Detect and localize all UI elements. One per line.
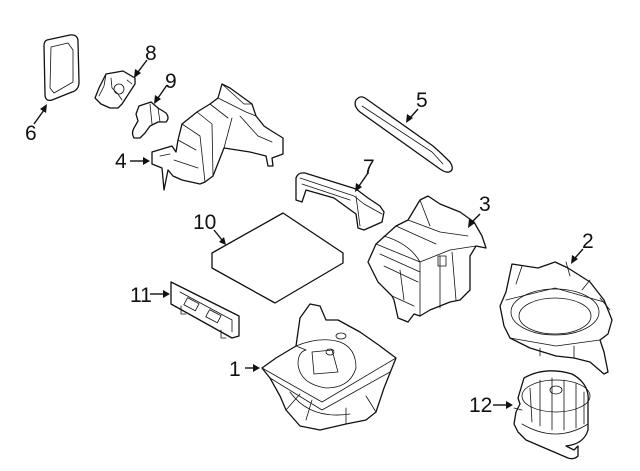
callout-8: 8 bbox=[134, 42, 157, 78]
callout-label-3: 3 bbox=[479, 193, 491, 216]
callout-1: 1 bbox=[229, 358, 260, 381]
callout-label-7: 7 bbox=[363, 156, 375, 179]
part-8-actuator[interactable] bbox=[94, 70, 136, 109]
callout-7: 7 bbox=[355, 156, 375, 192]
callout-6: 6 bbox=[25, 104, 47, 145]
part-5-seal-strip[interactable] bbox=[354, 96, 453, 173]
callout-label-4: 4 bbox=[115, 150, 127, 173]
part-3-intake-case[interactable] bbox=[367, 195, 487, 323]
callout-3: 3 bbox=[468, 193, 491, 228]
callout-label-5: 5 bbox=[416, 89, 428, 112]
callout-label-10: 10 bbox=[193, 211, 216, 234]
callout-label-9: 9 bbox=[165, 70, 177, 93]
callout-label-11: 11 bbox=[130, 284, 152, 307]
part-1-blower-housing[interactable] bbox=[261, 303, 397, 431]
callout-4: 4 bbox=[115, 150, 150, 173]
part-4-air-duct[interactable] bbox=[151, 83, 284, 191]
callout-label-6: 6 bbox=[25, 122, 37, 145]
callout-10: 10 bbox=[193, 211, 226, 245]
part-9-sensor[interactable] bbox=[131, 101, 169, 139]
callout-label-12: 12 bbox=[469, 394, 492, 417]
callout-label-1: 1 bbox=[229, 358, 241, 381]
callout-9: 9 bbox=[154, 70, 177, 104]
part-10-cabin-air-filter[interactable] bbox=[211, 212, 344, 304]
part-7-seal-bracket[interactable] bbox=[295, 172, 385, 231]
callout-2: 2 bbox=[571, 230, 594, 264]
part-12-blower-motor[interactable] bbox=[513, 370, 591, 460]
part-11-filter-cover[interactable] bbox=[170, 281, 240, 339]
callout-label-8: 8 bbox=[145, 42, 157, 65]
callout-5: 5 bbox=[406, 89, 428, 123]
callout-11: 11 bbox=[130, 284, 170, 307]
callout-label-2: 2 bbox=[582, 230, 594, 253]
part-6-gasket[interactable] bbox=[43, 34, 80, 102]
callout-12: 12 bbox=[469, 394, 513, 417]
part-2-blower-case[interactable] bbox=[499, 261, 613, 375]
